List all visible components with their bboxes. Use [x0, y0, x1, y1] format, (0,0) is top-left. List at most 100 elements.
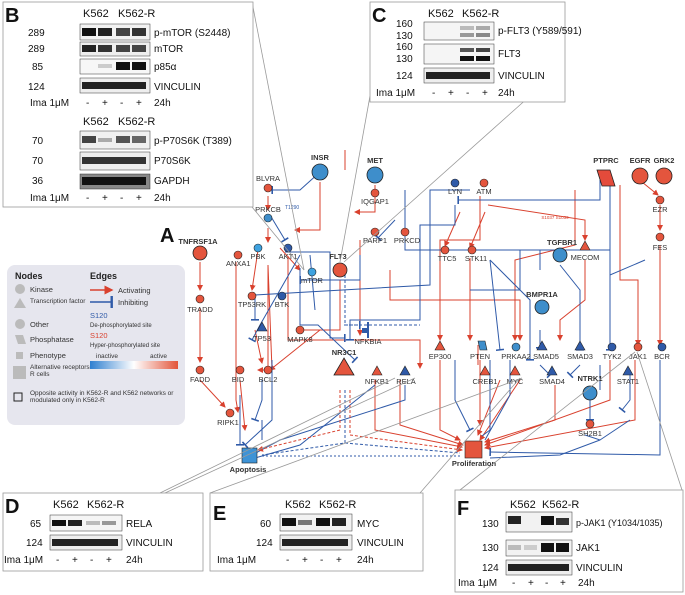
- panel-d-frame: [2, 492, 204, 572]
- panel-e-mw-1: 124: [256, 538, 273, 549]
- node-bcr: [657, 342, 667, 352]
- legend-hyperphospho-site: S120: [90, 331, 108, 340]
- panel-c-mw-2: 124: [396, 71, 413, 82]
- node-mapk8: [295, 325, 305, 335]
- panel-f-mw-2: 124: [482, 563, 499, 574]
- legend-dephospho: De-phosphorylated site: [90, 323, 152, 329]
- panel-b-minus-1: -: [86, 98, 89, 109]
- label-nfkbia: NFKBIA: [354, 337, 381, 346]
- legend-kinase: Kinase: [30, 285, 53, 294]
- panel-c-mw2-1: 130: [396, 54, 413, 65]
- node-pbk: [253, 243, 263, 253]
- panel-b-k562r: K562-R: [118, 8, 155, 20]
- panel-b-ima: Ima 1μM: [30, 98, 69, 109]
- panel-c-minus-1: -: [432, 88, 435, 99]
- panel-d-time: 24h: [126, 555, 143, 566]
- legend-nodes-title: Nodes: [15, 271, 43, 281]
- legend-opposite-icon: [13, 392, 23, 402]
- node-blvra: [263, 183, 273, 193]
- node-tp53rk: [247, 291, 257, 301]
- panel-f-k562: K562: [510, 499, 536, 511]
- legend-tf: Transcription factor: [30, 298, 86, 305]
- label-btk: BTK: [275, 300, 290, 309]
- panel-c-k562: K562: [428, 8, 454, 20]
- legend-inactive: inactive: [96, 353, 118, 360]
- node-ripk1: [225, 408, 235, 418]
- panel-c: C K562 K562-R 160 130 p-FLT3 (Y589/591) …: [369, 1, 582, 103]
- panel-e-label-1: VINCULIN: [357, 538, 404, 549]
- label-tnfrsf1a: TNFRSF1A: [178, 237, 218, 246]
- panel-b2-mw-2: 36: [32, 176, 44, 187]
- legend-active: active: [150, 353, 167, 360]
- label-sh2b1: SH2B1: [578, 429, 602, 438]
- panel-b-minus-2: -: [120, 98, 123, 109]
- panel-f-label-1: JAK1: [576, 543, 600, 554]
- panel-letter-c: C: [372, 5, 386, 27]
- panel-d-minus-1: -: [56, 555, 59, 566]
- panel-f-mw-1: 130: [482, 543, 499, 554]
- panel-b-mw-1: 289: [28, 44, 45, 55]
- node-creb1: [479, 365, 491, 376]
- label-nr3c1: NR3C1: [332, 348, 357, 357]
- label-ripk1: RIPK1: [217, 418, 239, 427]
- legend-alt: Alternative receptors in K562-R cells: [30, 364, 116, 378]
- panel-f-minus-2: -: [545, 578, 548, 589]
- panel-b2-k562: K562: [83, 116, 109, 128]
- label-stk11: STK11: [465, 254, 487, 263]
- panel-b2-k562r: K562-R: [118, 116, 155, 128]
- node-iqgap1: [370, 188, 380, 198]
- panel-e-k562: K562: [285, 499, 311, 511]
- label-bcr: BCR: [654, 352, 670, 361]
- legend-hyperphospho: Hyper-phosphorylated site: [90, 343, 161, 349]
- panel-c-time: 24h: [498, 88, 515, 99]
- node-mecom: [579, 240, 591, 251]
- panel-f-label-0: p-JAK1 (Y1034/1035): [576, 518, 663, 528]
- node-tyk2: [607, 342, 617, 352]
- panel-c-mw2-0: 130: [396, 31, 413, 42]
- label-grk2: GRK2: [654, 156, 675, 165]
- panel-b2-time: 24h: [154, 193, 171, 204]
- panel-b-mw-0: 289: [28, 28, 45, 39]
- node-rela: [399, 365, 411, 376]
- callout-lines: [159, 1, 683, 494]
- label-proliferation: Proliferation: [452, 459, 497, 468]
- node-pten: [477, 340, 488, 351]
- panel-b2-minus-2: -: [120, 193, 123, 204]
- legend-phenotype-icon: [16, 352, 23, 359]
- panel-b2-plus-2: +: [136, 193, 142, 204]
- node-insr: [311, 163, 329, 181]
- legend-phosphatase-icon: [15, 335, 26, 344]
- node-sh2b1: [585, 419, 595, 429]
- label-rela: RELA: [396, 377, 416, 386]
- panel-e-plus-2: +: [336, 555, 342, 566]
- panel-d-mw-0: 65: [30, 519, 42, 530]
- label-bmpr1a: BMPR1A: [526, 290, 558, 299]
- panel-c-label-0: p-FLT3 (Y589/591): [498, 26, 582, 37]
- panel-b2-minus-1: -: [86, 193, 89, 204]
- panel-letter-f: F: [457, 498, 469, 520]
- node-prkaa2: [511, 342, 521, 352]
- node-prkcd: [400, 227, 410, 237]
- legend-phenotype: Phenotype: [30, 351, 66, 360]
- panel-letter-b: B: [5, 5, 19, 27]
- panel-d-ima: Ima 1μM: [4, 555, 43, 566]
- panel-b2-ima: Ima 1μM: [30, 193, 69, 204]
- panel-c-mw-0: 160: [396, 19, 413, 30]
- panel-letter-d: D: [5, 496, 19, 518]
- panel-b-label-1: mTOR: [154, 44, 183, 55]
- label-prkcd: PRKCD: [394, 236, 421, 245]
- panel-b-label-0: p-mTOR (S2448): [154, 28, 231, 39]
- legend-alt-icon: [13, 366, 26, 379]
- node-ep300: [434, 340, 446, 351]
- network-nodes: INSR MET PTPRC EGFR GRK2 BLVRA T1290 PRK…: [178, 153, 674, 474]
- label-smad4: SMAD4: [539, 377, 565, 386]
- node-btk: [277, 291, 287, 301]
- panel-f-plus-1: +: [528, 578, 534, 589]
- label-iqgap1: IQGAP1: [361, 197, 389, 206]
- node-parp1: [370, 227, 380, 237]
- label-fes: FES: [653, 243, 668, 252]
- node-apoptosis: [241, 447, 258, 464]
- panel-letter-e: E: [213, 503, 226, 525]
- legend-edges-title: Edges: [90, 271, 117, 281]
